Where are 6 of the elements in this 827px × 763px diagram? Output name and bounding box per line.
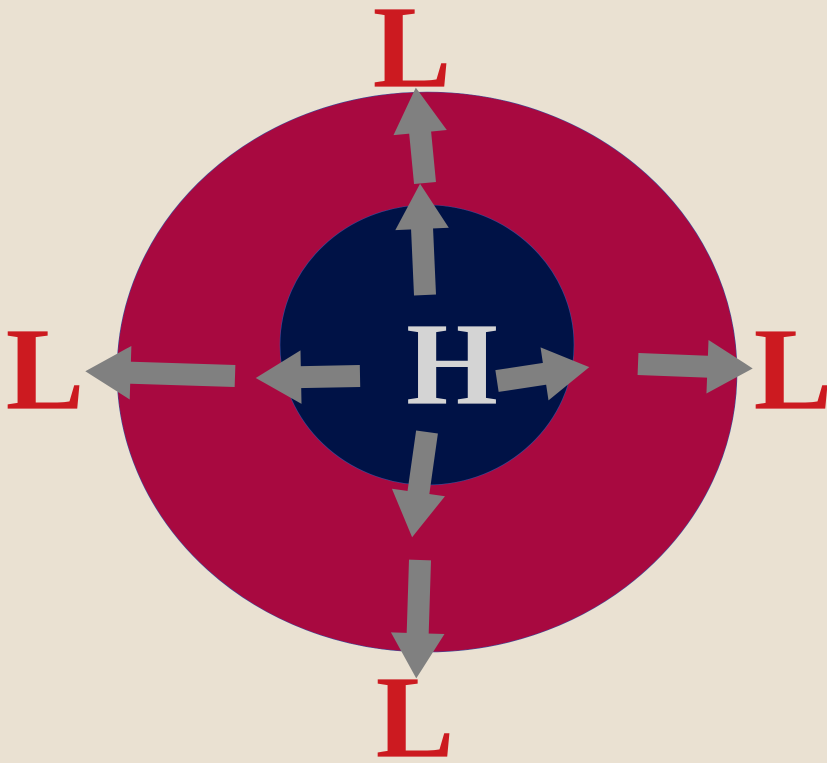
letter-label: L: [374, 9, 446, 87]
letter-label: H: [408, 326, 496, 404]
letter-label: L: [756, 331, 827, 409]
letter-label: L: [8, 331, 80, 409]
inner-circle: [280, 204, 574, 486]
letter-label: L: [378, 679, 450, 757]
